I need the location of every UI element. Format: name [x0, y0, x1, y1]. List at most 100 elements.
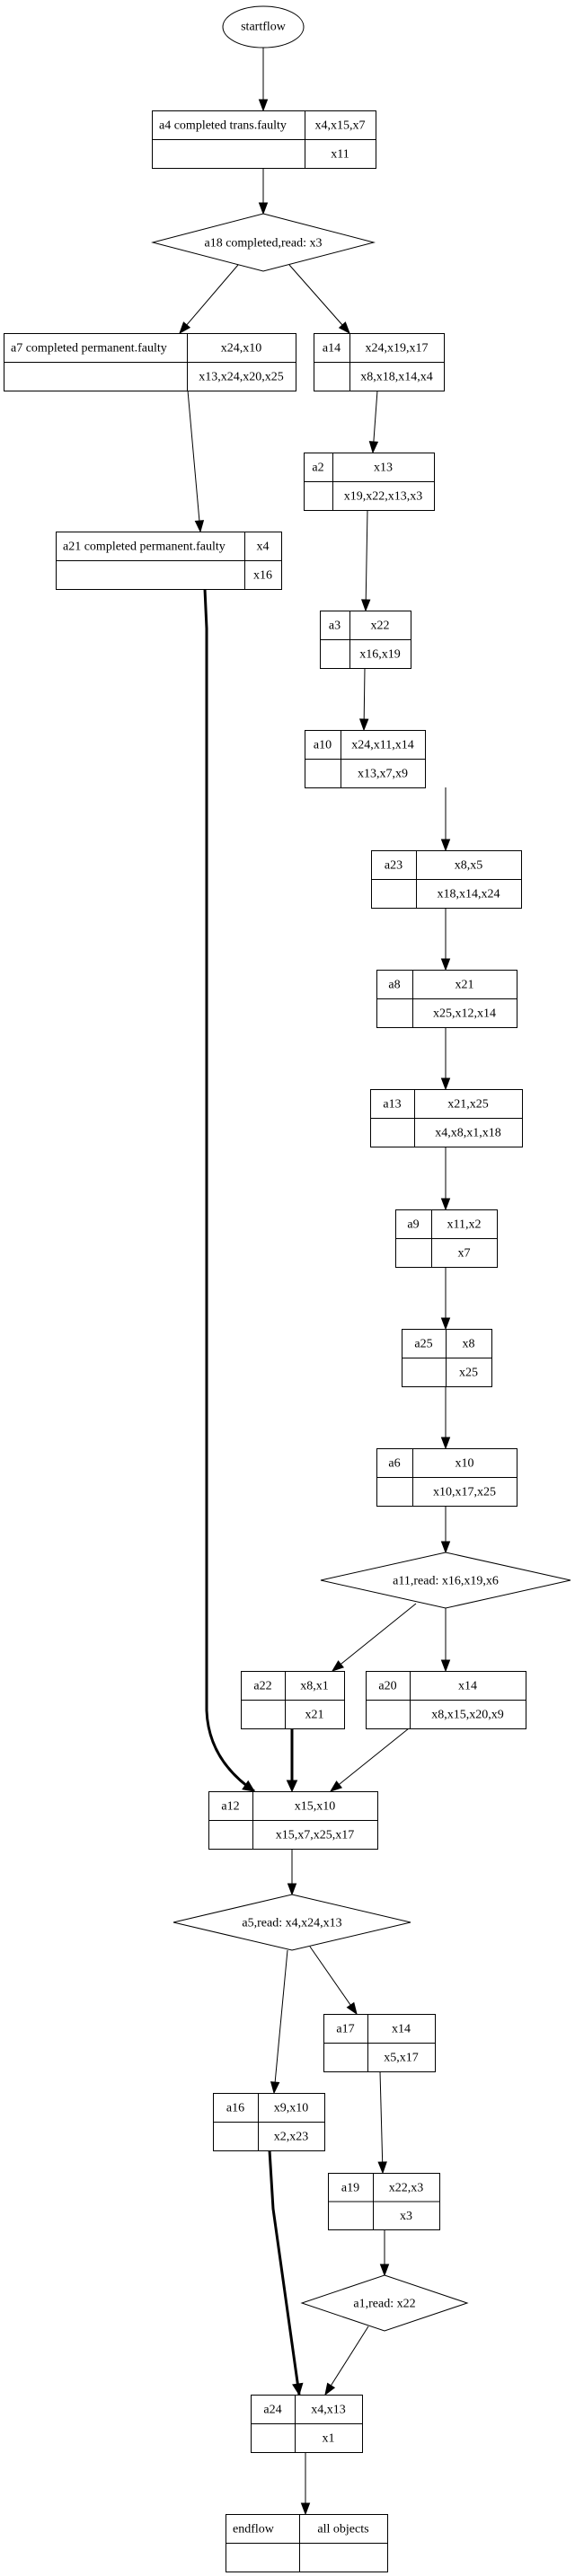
node-name: a20: [378, 1680, 396, 1693]
edge-a9-to-a25: [440, 1267, 451, 1331]
node-a6[interactable]: a6 x10 x10,x17,x25: [376, 1448, 518, 1507]
node-bottom-values: x8,x15,x20,x9: [431, 1709, 504, 1722]
node-bottom-values: x25,x12,x14: [433, 1007, 496, 1021]
node-a24[interactable]: a24 x4,x13 x1: [251, 2395, 363, 2453]
node-bottom-values: x16,x19: [359, 648, 401, 662]
node-top-values: x13: [374, 462, 393, 475]
decision-a5[interactable]: a5,read: x4,x24,x13: [172, 1894, 411, 1951]
node-top-values: x4,x13: [311, 2404, 346, 2417]
node-top-values: x11,x2: [447, 1218, 482, 1232]
node-top-values: x21: [456, 979, 474, 992]
decision-a18[interactable]: a18 completed,read: x3: [151, 213, 376, 272]
node-bottom-values: x25: [459, 1367, 478, 1380]
node-name: a3: [329, 620, 341, 633]
edge-line: [203, 588, 255, 1793]
edge-a3-to-a10: [358, 667, 369, 732]
node-name: a16: [226, 2102, 244, 2115]
edge-a2-to-a3: [361, 509, 371, 612]
node-top-values: x15,x10: [295, 1800, 336, 1814]
node-top-values: x8,x5: [455, 859, 483, 873]
edge-line: [274, 1949, 288, 2085]
arrowhead-icon: [346, 2001, 358, 2016]
decision-diamond: [300, 2274, 469, 2332]
node-bottom-values: x1: [323, 2432, 335, 2446]
edge-a23-to-a8: [440, 908, 451, 971]
arrowhead-icon: [368, 441, 379, 454]
node-top-values: x4: [257, 541, 270, 554]
node-top-values: x14: [458, 1680, 477, 1693]
node-name: a13: [383, 1098, 401, 1112]
arrowhead-icon: [286, 1780, 298, 1793]
edge-a16-to-a24: [268, 2150, 304, 2396]
start-label: startflow: [241, 21, 287, 34]
node-name: a6: [388, 1457, 400, 1471]
decision-diamond: [151, 213, 376, 272]
edge-a25-to-a6: [440, 1386, 451, 1450]
node-a20[interactable]: a20 x14 x8,x15,x20,x9: [366, 1671, 526, 1729]
decision-label: a18 completed,read: x3: [204, 237, 322, 251]
node-name: a7 completed permanent.faulty: [11, 342, 167, 356]
node-name: a24: [263, 2404, 281, 2417]
edge-a6-to-a11: [440, 1506, 451, 1554]
node-name: a12: [221, 1800, 239, 1814]
arrowhead-icon: [292, 2382, 304, 2396]
node-a12[interactable]: a12 x15,x10 x15,x7,x25,x17: [208, 1791, 378, 1850]
start-ellipse: [222, 5, 305, 48]
node-name: a14: [323, 342, 341, 356]
start-node[interactable]: startflow: [222, 5, 305, 48]
node-bottom-values: x3: [400, 2210, 412, 2223]
edge-a11-to-a20: [440, 1608, 451, 1673]
node-bottom-values: x13,x7,x9: [358, 768, 408, 781]
node-top-values: x22,x3: [389, 2181, 424, 2194]
decision-diamond: [320, 1552, 571, 1609]
node-name: a25: [414, 1338, 432, 1351]
node-name: a8: [388, 979, 400, 992]
node-top-values: x4,x15,x7: [315, 119, 366, 133]
decision-label: a11,read: x16,x19,x6: [393, 1575, 499, 1588]
arrowhead-icon: [440, 839, 451, 852]
edge-a7-to-a21: [187, 390, 205, 533]
decision-label: a1,read: x22: [353, 2298, 415, 2311]
node-a8[interactable]: a8 x21 x25,x12,x14: [376, 970, 518, 1028]
node-bottom-values: x16: [253, 569, 272, 583]
edge-a12-to-a5: [287, 1849, 297, 1896]
arrowhead-icon: [440, 1659, 451, 1673]
node-bottom-values: x15,x7,x25,x17: [276, 1829, 355, 1842]
arrowhead-icon: [258, 99, 269, 112]
node-bottom-values: x19,x22,x13,x3: [344, 490, 423, 504]
node-top-values: x10: [456, 1457, 474, 1471]
node-bottom-values: x8,x18,x14,x4: [360, 371, 433, 384]
node-top-values: x21,x25: [447, 1098, 489, 1112]
arrowhead-icon: [377, 2161, 387, 2175]
decision-a1[interactable]: a1,read: x22: [300, 2274, 469, 2332]
edge-a18-to-a14: [288, 264, 350, 335]
arrowhead-icon: [329, 1780, 343, 1792]
edge-a1-to-a24: [324, 2325, 369, 2396]
arrowhead-icon: [287, 1883, 297, 1896]
edge-line: [288, 264, 344, 327]
edge-a5-to-a17: [309, 1946, 358, 2016]
node-bottom-values: x10,x17,x25: [433, 1486, 496, 1499]
arrowhead-icon: [358, 718, 369, 732]
node-a13[interactable]: a13 x21,x25 x4,x8,x1,x18: [370, 1089, 523, 1147]
node-bottom-values: x4,x8,x1,x18: [435, 1127, 501, 1140]
arrowhead-icon: [179, 321, 191, 335]
decision-a11[interactable]: a11,read: x16,x19,x6: [320, 1552, 571, 1609]
